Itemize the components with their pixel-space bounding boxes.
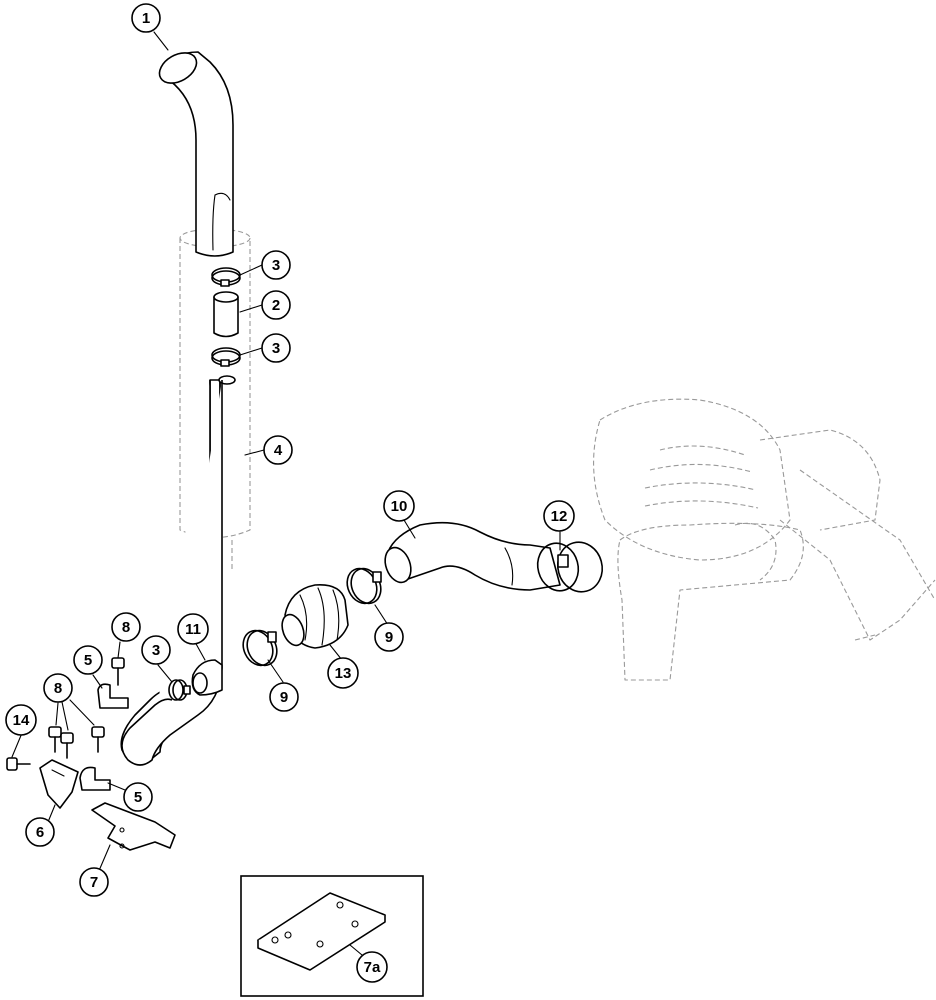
callout-5-upper: 5 <box>73 645 103 675</box>
callout-7: 7 <box>79 867 109 897</box>
clamp-9-left <box>242 629 278 667</box>
callout-1-label: 1 <box>142 10 150 27</box>
callout-11: 11 <box>177 613 209 645</box>
elbow-hose <box>191 659 223 696</box>
callout-5-lower-label: 5 <box>134 789 142 806</box>
callout-9-left-label: 9 <box>280 689 288 706</box>
callout-6: 6 <box>25 817 55 847</box>
callout-2-label: 2 <box>272 297 280 314</box>
callout-8-upper: 8 <box>111 612 141 642</box>
mounting-plate <box>91 802 176 851</box>
engine-phantom <box>593 398 936 681</box>
callout-5-upper-label: 5 <box>84 652 92 669</box>
callout-12: 12 <box>543 500 575 532</box>
callout-11-label: 11 <box>185 621 201 638</box>
callout-1: 1 <box>131 3 161 33</box>
callout-7-label: 7 <box>90 874 98 891</box>
bolt-14 <box>6 757 31 771</box>
callout-3-upper-label: 3 <box>272 257 280 274</box>
callout-12-label: 12 <box>551 508 568 525</box>
callout-2: 2 <box>261 290 291 320</box>
bolt-upper <box>111 657 125 686</box>
bracket-6 <box>39 759 79 809</box>
bolt-right <box>91 726 105 753</box>
clip-lower <box>79 766 111 791</box>
callout-10-label: 10 <box>391 498 408 515</box>
callout-3-lower-label: 3 <box>152 642 160 659</box>
exhaust-tube <box>120 375 236 766</box>
clip-upper <box>97 683 129 709</box>
callout-3-lower: 3 <box>141 635 171 665</box>
callout-8-lower-label: 8 <box>54 680 62 697</box>
hose-clamp-upper <box>211 267 241 287</box>
callout-3-middle: 3 <box>261 333 291 363</box>
bolt-left-a <box>48 726 62 753</box>
callout-7a-label: 7a <box>364 959 381 976</box>
intake-hose <box>384 521 561 591</box>
callout-8-lower: 8 <box>43 673 73 703</box>
callout-10: 10 <box>383 490 415 522</box>
bolt-left-b <box>60 732 74 759</box>
callout-6-label: 6 <box>36 824 44 841</box>
inset-7a <box>240 875 424 997</box>
leader-lines <box>11 31 561 956</box>
callout-8-upper-label: 8 <box>122 619 130 636</box>
callout-3-middle-label: 3 <box>272 340 280 357</box>
callout-13-label: 13 <box>335 665 352 682</box>
callout-14-label: 14 <box>13 712 30 729</box>
callout-4-label: 4 <box>274 442 283 459</box>
connector-tube <box>213 291 239 338</box>
callout-14: 14 <box>5 704 37 736</box>
callout-3-upper: 3 <box>261 250 291 280</box>
hose-clamp-middle <box>211 347 241 367</box>
callout-9-left: 9 <box>269 682 299 712</box>
stack-pipe <box>158 51 234 257</box>
callout-5-lower: 5 <box>123 782 153 812</box>
callout-7a: 7a <box>356 951 388 983</box>
clamp-12 <box>536 541 604 593</box>
clamp-9-right <box>346 567 382 605</box>
hose-clamp-lower <box>168 679 191 701</box>
bellows-coupling <box>281 583 349 649</box>
callout-9-right: 9 <box>374 622 404 652</box>
callout-4: 4 <box>263 435 293 465</box>
callout-13: 13 <box>327 657 359 689</box>
callout-9-right-label: 9 <box>385 629 393 646</box>
